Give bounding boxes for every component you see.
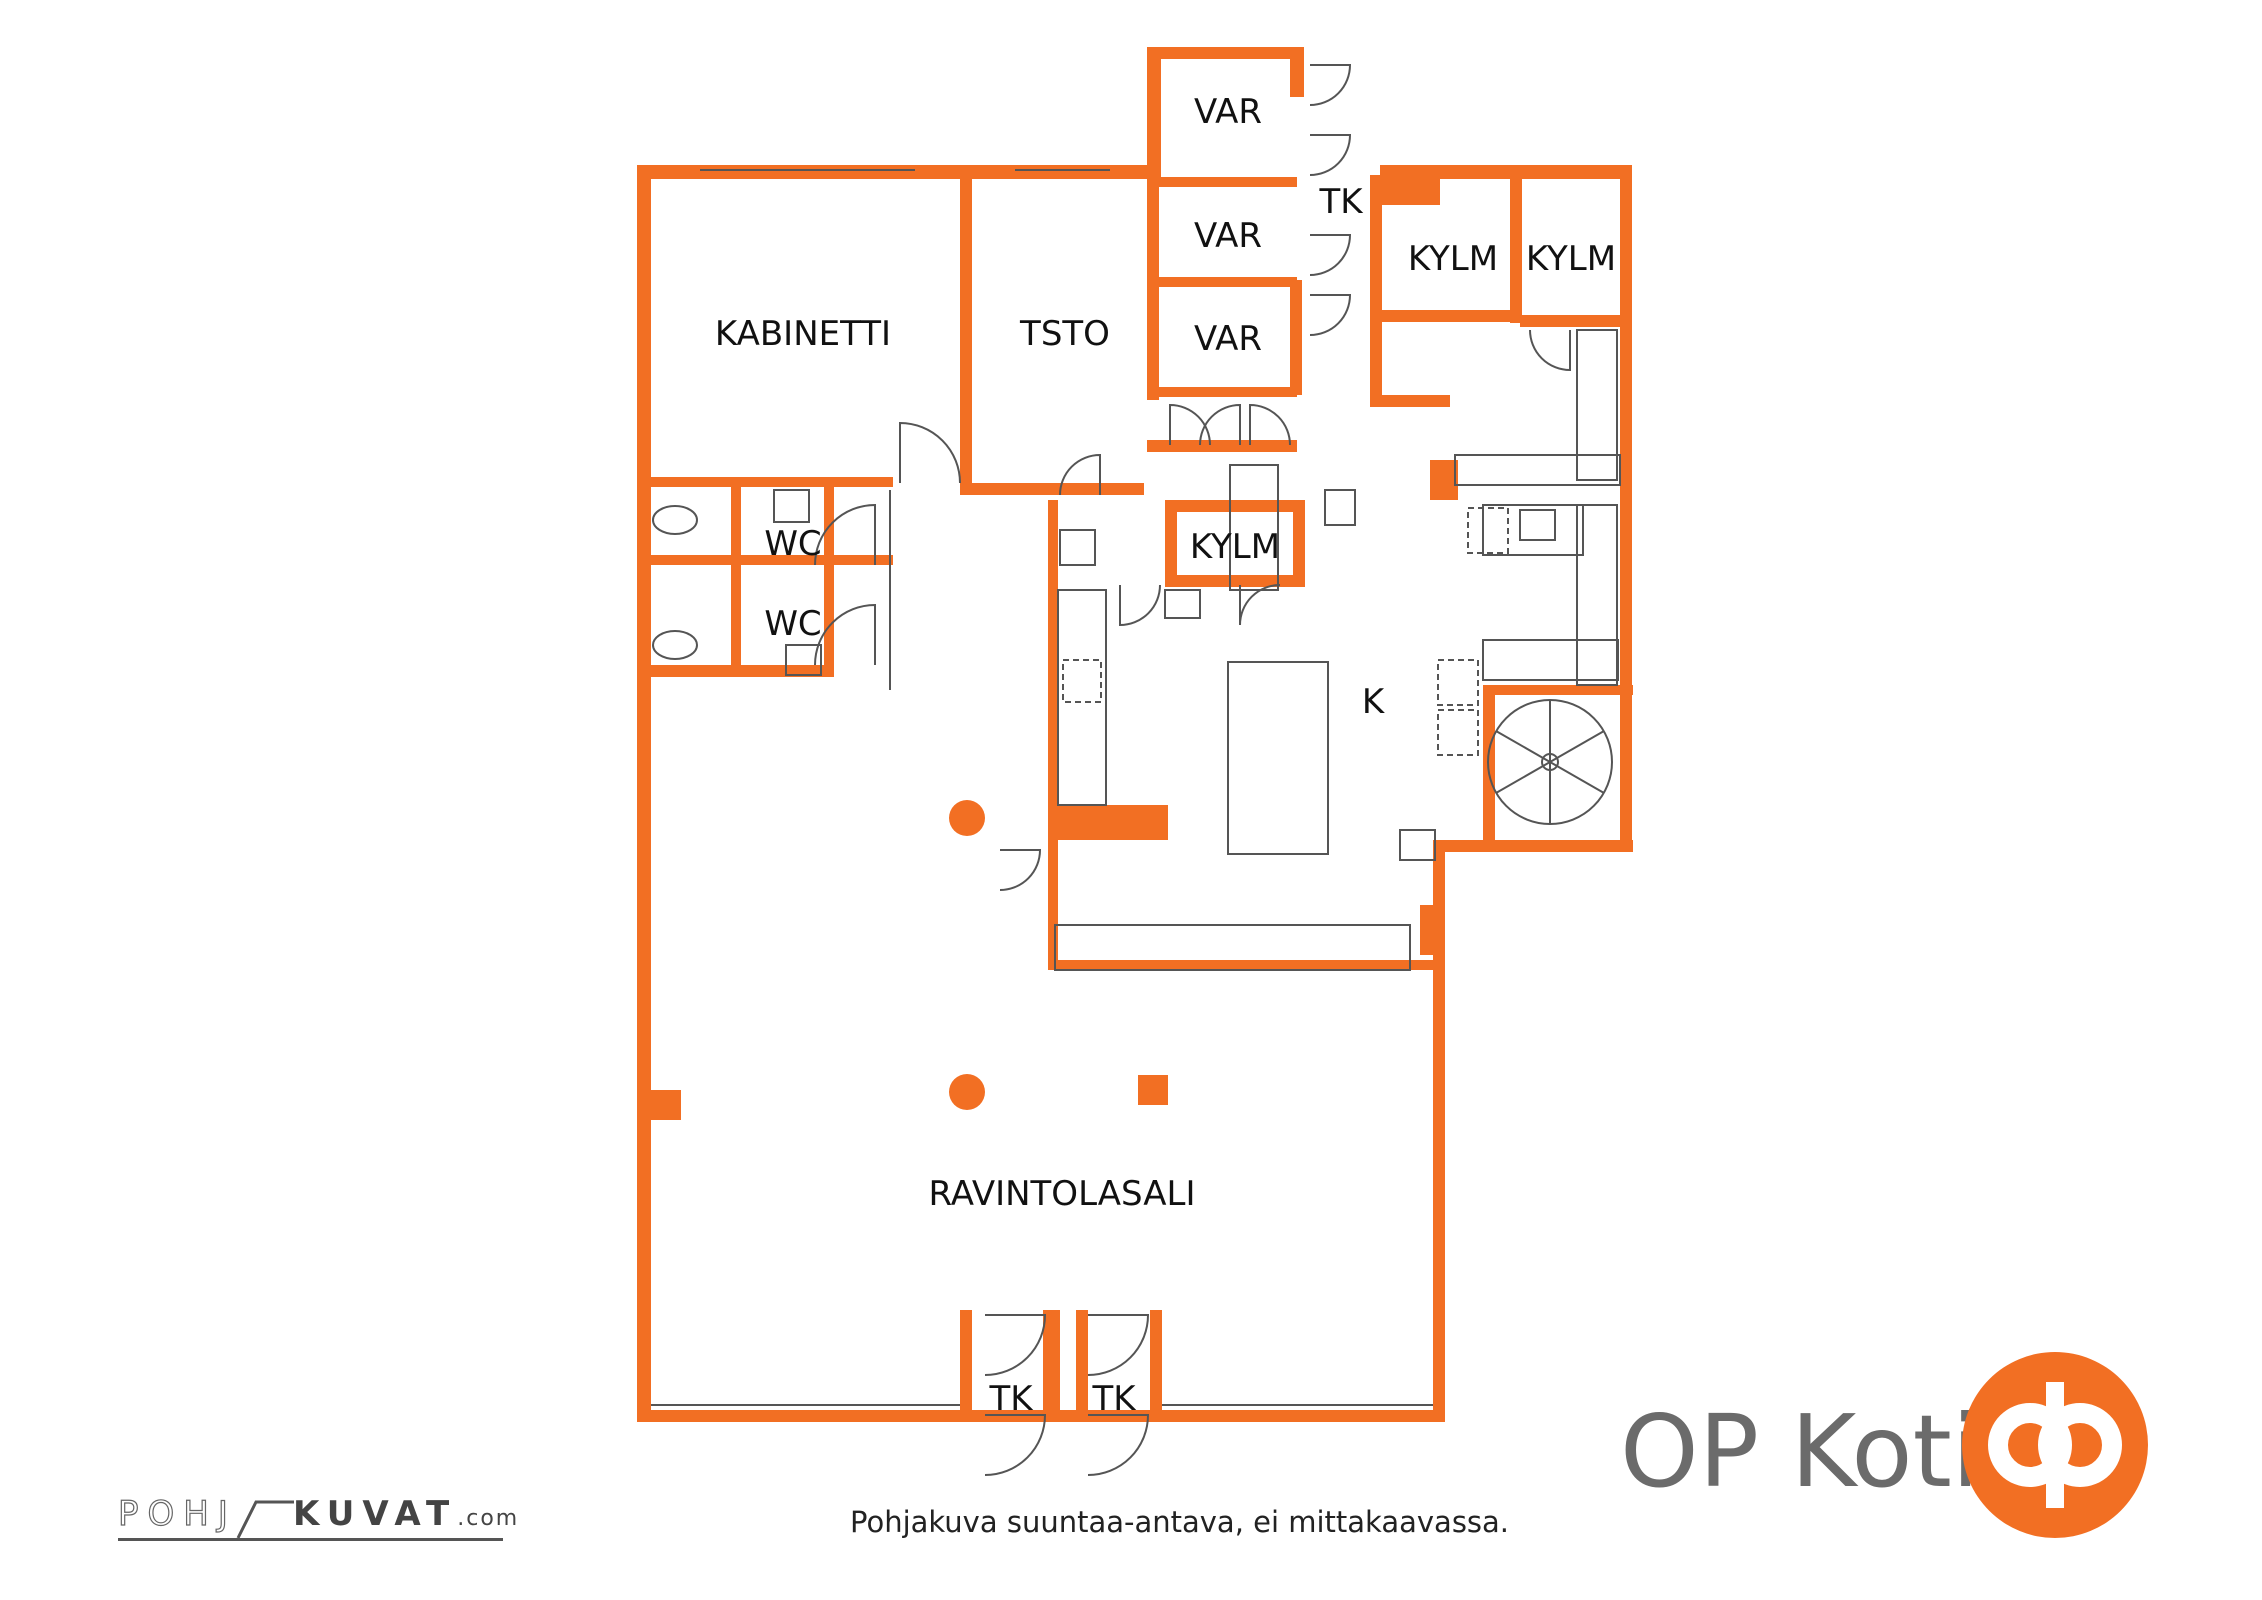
room-label-kitchen: K: [1362, 682, 1386, 722]
wall-lines: [651, 64, 1621, 1476]
op-logo-icon: [1962, 1352, 2148, 1538]
room-label-kylm-2: KYLM: [1526, 239, 1616, 279]
watermark-arch-icon: [236, 1500, 294, 1539]
room-label-ravintolasali: RAVINTOLASALI: [928, 1174, 1195, 1214]
watermark-underline: [118, 1538, 503, 1541]
room-label-wc-1: WC: [764, 524, 821, 564]
watermark-suffix: .com: [457, 1506, 520, 1531]
room-label-wc-2: WC: [764, 604, 821, 644]
room-label-kylm-3: KYLM: [1190, 527, 1280, 567]
room-label-tsto: TSTO: [1019, 314, 1110, 354]
watermark-left-text: POHJ: [117, 1493, 237, 1534]
pohjakuvat-watermark: POHJ KUVAT.com: [117, 1493, 517, 1544]
walls: [637, 47, 1633, 1422]
room-label-tk-bottom-2: TK: [1091, 1379, 1137, 1419]
room-label-tk-bottom-1: TK: [988, 1379, 1034, 1419]
room-label-kylm-1: KYLM: [1408, 239, 1498, 279]
room-label-var-1: VAR: [1194, 92, 1262, 132]
room-label-var-3: VAR: [1194, 319, 1262, 359]
room-label-var-2: VAR: [1194, 216, 1262, 256]
plan-caption: Pohjakuva suuntaa-antava, ei mittakaavas…: [850, 1505, 1510, 1539]
room-label-kabinetti: KABINETTI: [715, 314, 891, 354]
room-labels: VAR VAR VAR TK KYLM KYLM KYLM KABINETTI …: [715, 92, 1616, 1419]
room-label-tk-top: TK: [1318, 182, 1364, 222]
watermark-kuvat: KUVAT: [293, 1494, 458, 1534]
watermark-right-text: KUVAT.com: [293, 1494, 519, 1539]
brand-name: OP Koti: [1620, 1393, 1980, 1510]
